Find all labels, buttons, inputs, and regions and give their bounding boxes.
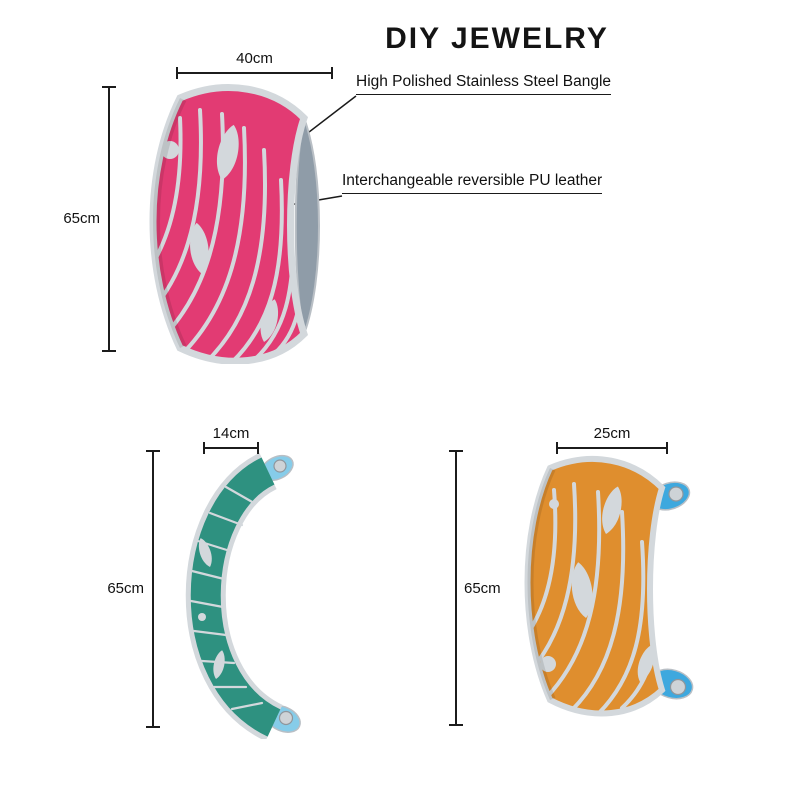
height-label-teal: 65cm (107, 580, 144, 597)
orange-snap-buttons (668, 486, 687, 696)
teal-band (185, 452, 284, 739)
teal-bangle-image (185, 452, 301, 739)
teal-leaf-pattern (189, 485, 264, 711)
width-dimension-pink: 40cm (176, 50, 333, 79)
width-label-pink: 40cm (236, 50, 273, 67)
width-line-pink (176, 67, 333, 79)
pink-leaf-pattern (153, 94, 304, 362)
orange-leaf-pattern (527, 465, 659, 714)
height-line-orange (449, 450, 463, 726)
height-line-teal (146, 450, 160, 728)
callout-steel: High Polished Stainless Steel Bangle (356, 73, 612, 95)
width-line-teal (203, 442, 259, 454)
width-dimension-teal: 14cm (203, 425, 259, 454)
height-label-pink: 65cm (63, 210, 100, 227)
pink-bangle-image (149, 84, 320, 364)
callout-leather: Interchangeable reversible PU leather (342, 172, 603, 194)
width-dimension-orange: 25cm (556, 425, 668, 454)
width-line-orange (556, 442, 668, 454)
orange-bangle-image (524, 455, 694, 717)
width-label-orange: 25cm (593, 425, 631, 442)
height-line-pink (102, 86, 116, 352)
page-title: DIY JEWELRY (385, 22, 609, 55)
width-label-teal: 14cm (212, 425, 250, 442)
teal-snap-buttons (273, 459, 294, 726)
height-label-orange: 65cm (464, 580, 501, 597)
